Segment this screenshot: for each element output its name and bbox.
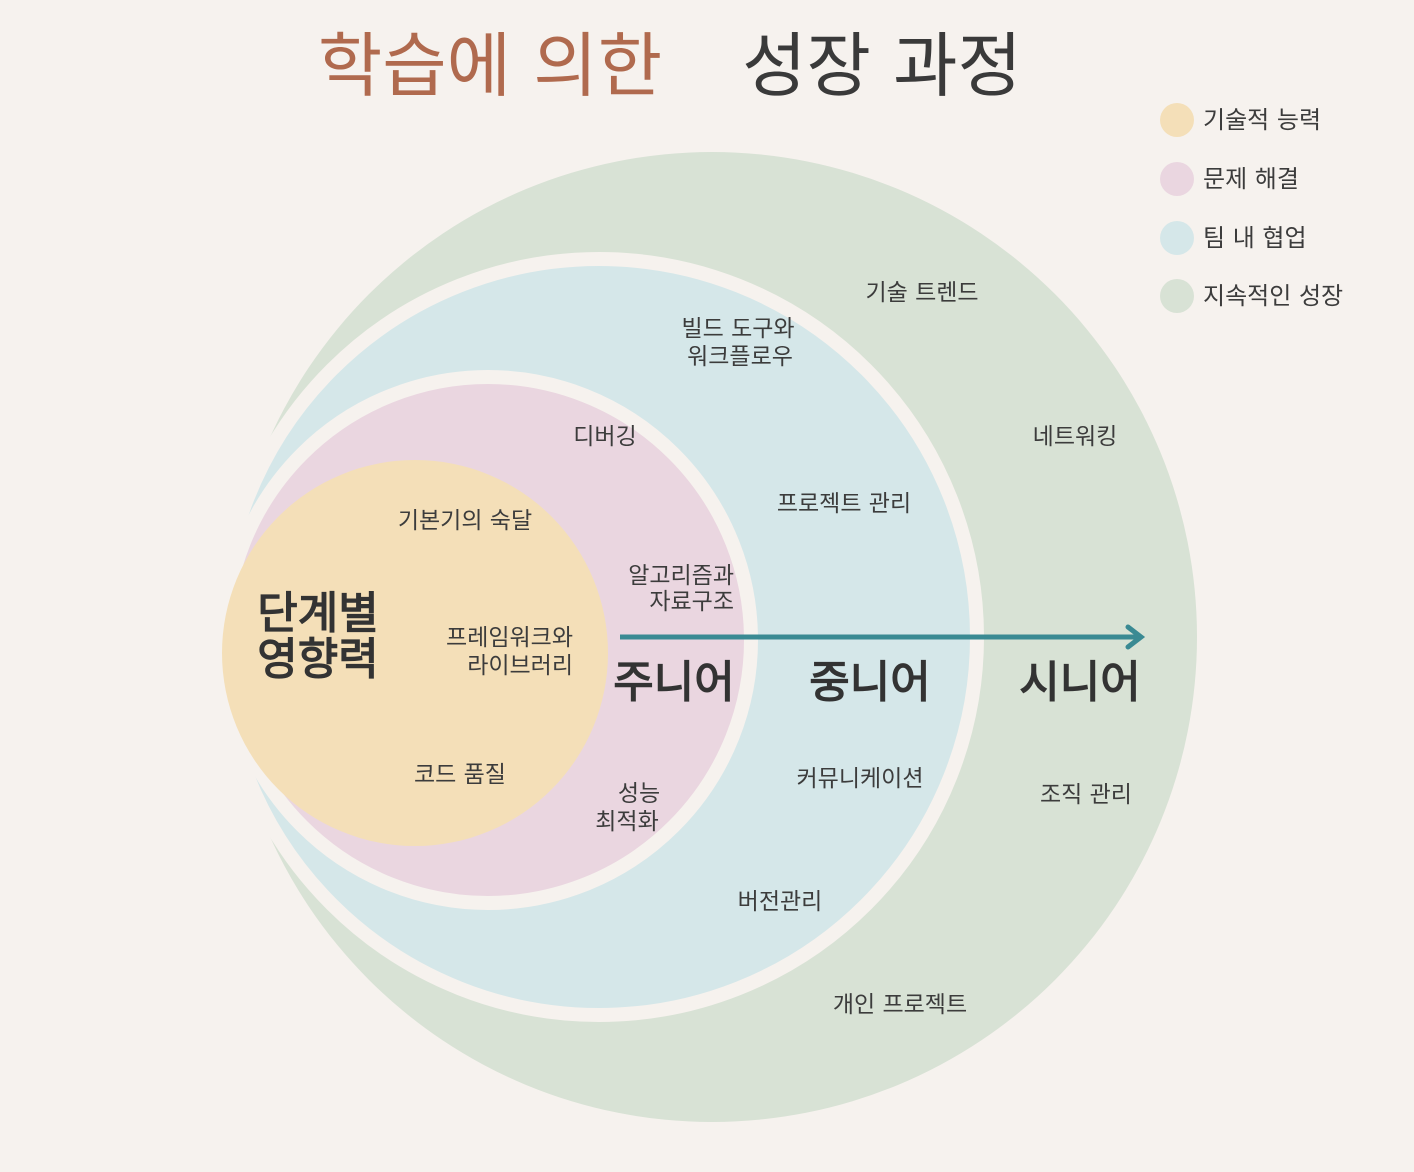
- axis-label-line1: 단계별: [257, 588, 378, 639]
- technical-item: 코드 품질: [414, 762, 506, 788]
- axis-label-line2: 영향력: [257, 634, 378, 685]
- title-part2: 성장 과정: [742, 25, 1022, 107]
- stage-mid: 중니어: [809, 657, 930, 708]
- problem-item: 알고리즘과: [628, 563, 734, 589]
- legend-label: 팀 내 협업: [1203, 224, 1307, 252]
- title-part1: 학습에 의한: [318, 25, 662, 107]
- legend-swatch-growth: [1160, 279, 1194, 313]
- growth-item: 기술 트렌드: [865, 280, 978, 306]
- growth-item: 개인 프로젝트: [833, 992, 967, 1018]
- stage-senior: 시니어: [1019, 657, 1140, 708]
- stage-junior: 주니어: [613, 657, 734, 708]
- problem-item: 디버깅: [573, 424, 636, 450]
- team-item: 빌드 도구와: [681, 316, 794, 342]
- technical-circle: [222, 460, 608, 846]
- legend-label: 기술적 능력: [1203, 106, 1321, 134]
- technical-item: 기본기의 숙달: [398, 508, 532, 534]
- problem-item: 자료구조: [649, 589, 734, 615]
- team-item: 커뮤니케이션: [797, 766, 924, 792]
- arrow-head-icon: [1125, 624, 1146, 650]
- team-item: 프로젝트 관리: [777, 491, 911, 517]
- legend: 기술적 능력 문제 해결 팀 내 협업 지속적인 성장: [1160, 103, 1343, 313]
- problem-item: 최적화: [595, 809, 658, 835]
- team-item: 버전관리: [738, 889, 823, 915]
- legend-swatch-technical: [1160, 103, 1194, 137]
- technical-item: 라이브러리: [467, 653, 573, 679]
- legend-label: 문제 해결: [1203, 165, 1299, 193]
- technical-item: 프레임워크와: [446, 625, 573, 651]
- team-item: 워크플로우: [687, 344, 793, 370]
- problem-item: 성능: [618, 781, 660, 807]
- legend-swatch-team: [1160, 221, 1194, 255]
- legend-label: 지속적인 성장: [1203, 282, 1343, 310]
- legend-swatch-problem: [1160, 162, 1194, 196]
- growth-item: 네트워킹: [1033, 424, 1118, 450]
- growth-item: 조직 관리: [1040, 782, 1132, 808]
